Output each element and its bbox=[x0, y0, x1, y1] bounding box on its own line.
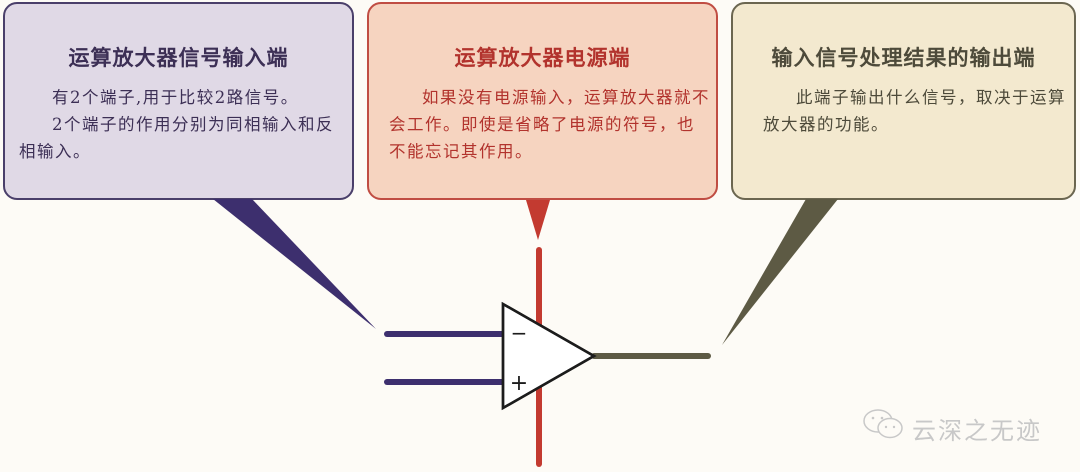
callout-power-title: 运算放大器电源端 bbox=[454, 46, 631, 70]
noninverting-sign: + bbox=[510, 371, 528, 396]
callout-input-para-2: 2个端子的作用分别为同相输入和反相输入。 bbox=[19, 115, 334, 161]
power-callout-pointer bbox=[526, 200, 550, 240]
callout-input-terminal: 运算放大器信号输入端 有2个端子,用于比较2路信号。 2个端子的作用分别为同相输… bbox=[3, 2, 354, 200]
inverting-sign: − bbox=[511, 321, 528, 345]
callout-power-terminal: 运算放大器电源端 如果没有电源输入，运算放大器就不会工作。即使是省略了电源的符号… bbox=[367, 2, 718, 200]
callout-output-title: 输入信号处理结果的输出端 bbox=[771, 46, 1036, 70]
callout-input-para-1: 有2个端子,用于比较2路信号。 bbox=[52, 88, 299, 107]
callout-input-body: 有2个端子,用于比较2路信号。 2个端子的作用分别为同相输入和反相输入。 bbox=[19, 84, 349, 165]
callout-output-para-1: 此端子输出什么信号，取决于运算放大器的功能。 bbox=[763, 88, 1066, 134]
input-callout-pointer bbox=[213, 199, 376, 329]
callout-output-terminal: 输入信号处理结果的输出端 此端子输出什么信号，取决于运算放大器的功能。 bbox=[731, 2, 1076, 200]
callout-input-title: 运算放大器信号输入端 bbox=[68, 46, 289, 70]
wechat-icon bbox=[862, 408, 906, 448]
callout-output-body: 此端子输出什么信号，取决于运算放大器的功能。 bbox=[763, 84, 1075, 138]
watermark-text: 云深之无迹 bbox=[912, 416, 1042, 445]
callout-power-para-1: 如果没有电源输入，运算放大器就不会工作。即使是省略了电源的符号，也不能忘记其作用… bbox=[389, 88, 710, 161]
output-callout-pointer bbox=[722, 199, 838, 345]
watermark: 云深之无迹 bbox=[862, 408, 1042, 448]
callout-power-body: 如果没有电源输入，运算放大器就不会工作。即使是省略了电源的符号，也不能忘记其作用… bbox=[389, 84, 711, 165]
